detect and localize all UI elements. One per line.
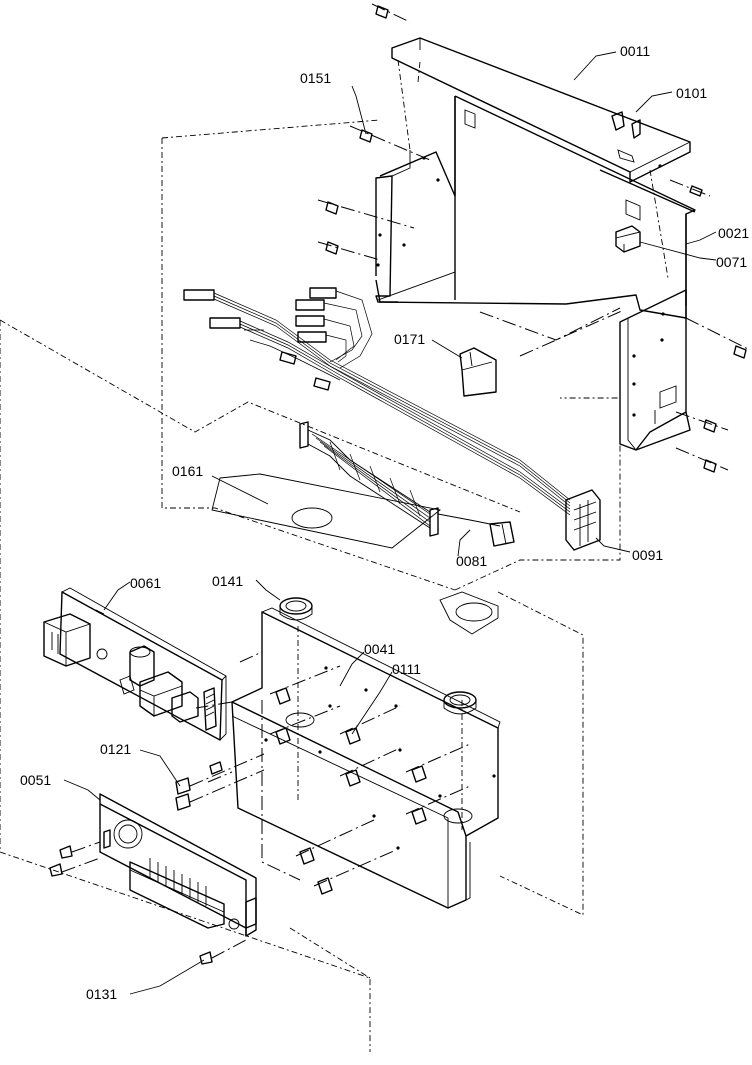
callout-0051: 0051 bbox=[20, 772, 51, 788]
phantom-outline-upper bbox=[161, 119, 621, 591]
wire-harness-0091 bbox=[183, 287, 601, 551]
callout-0161: 0161 bbox=[172, 463, 203, 479]
callout-0041: 0041 bbox=[364, 641, 395, 657]
bracket-0171 bbox=[459, 347, 497, 397]
callout-0141: 0141 bbox=[212, 573, 243, 589]
switch-0071 bbox=[615, 225, 641, 253]
callout-0061: 0061 bbox=[130, 575, 161, 591]
control-board-0061 bbox=[43, 587, 227, 741]
callout-0081: 0081 bbox=[456, 553, 487, 569]
callout-labels: 0011 0101 0151 0021 0071 0171 0161 0081 … bbox=[20, 43, 749, 1002]
callout-0091: 0091 bbox=[632, 547, 663, 563]
top-cover-0011 bbox=[391, 37, 691, 279]
callout-0111: 0111 bbox=[392, 661, 421, 677]
grommet-0141-b bbox=[443, 691, 477, 715]
phantom-outline-lower bbox=[0, 319, 584, 1052]
callout-0011: 0011 bbox=[620, 43, 650, 59]
callout-0101: 0101 bbox=[676, 85, 707, 101]
side-bracket bbox=[619, 289, 691, 451]
front-panel-0051 bbox=[99, 793, 257, 937]
chassis-plate-0041 bbox=[195, 607, 501, 909]
main-housing-0021 bbox=[375, 95, 696, 319]
screw-0101 bbox=[611, 111, 641, 163]
callout-0171: 0171 bbox=[394, 331, 425, 347]
callout-0071: 0071 bbox=[716, 254, 747, 270]
callout-0121: 0121 bbox=[100, 741, 131, 757]
callout-0131: 0131 bbox=[86, 986, 117, 1002]
ribbon-cable-0081 bbox=[299, 421, 515, 547]
grommet-0141-a bbox=[279, 597, 313, 621]
screws-lower bbox=[49, 753, 265, 965]
callout-0021: 0021 bbox=[718, 225, 749, 241]
insulation-pad-0161 bbox=[211, 473, 499, 635]
clips-0111 bbox=[269, 665, 471, 895]
callout-0151: 0151 bbox=[300, 70, 331, 86]
screws-upper bbox=[317, 3, 751, 473]
leader-lines bbox=[63, 51, 717, 995]
